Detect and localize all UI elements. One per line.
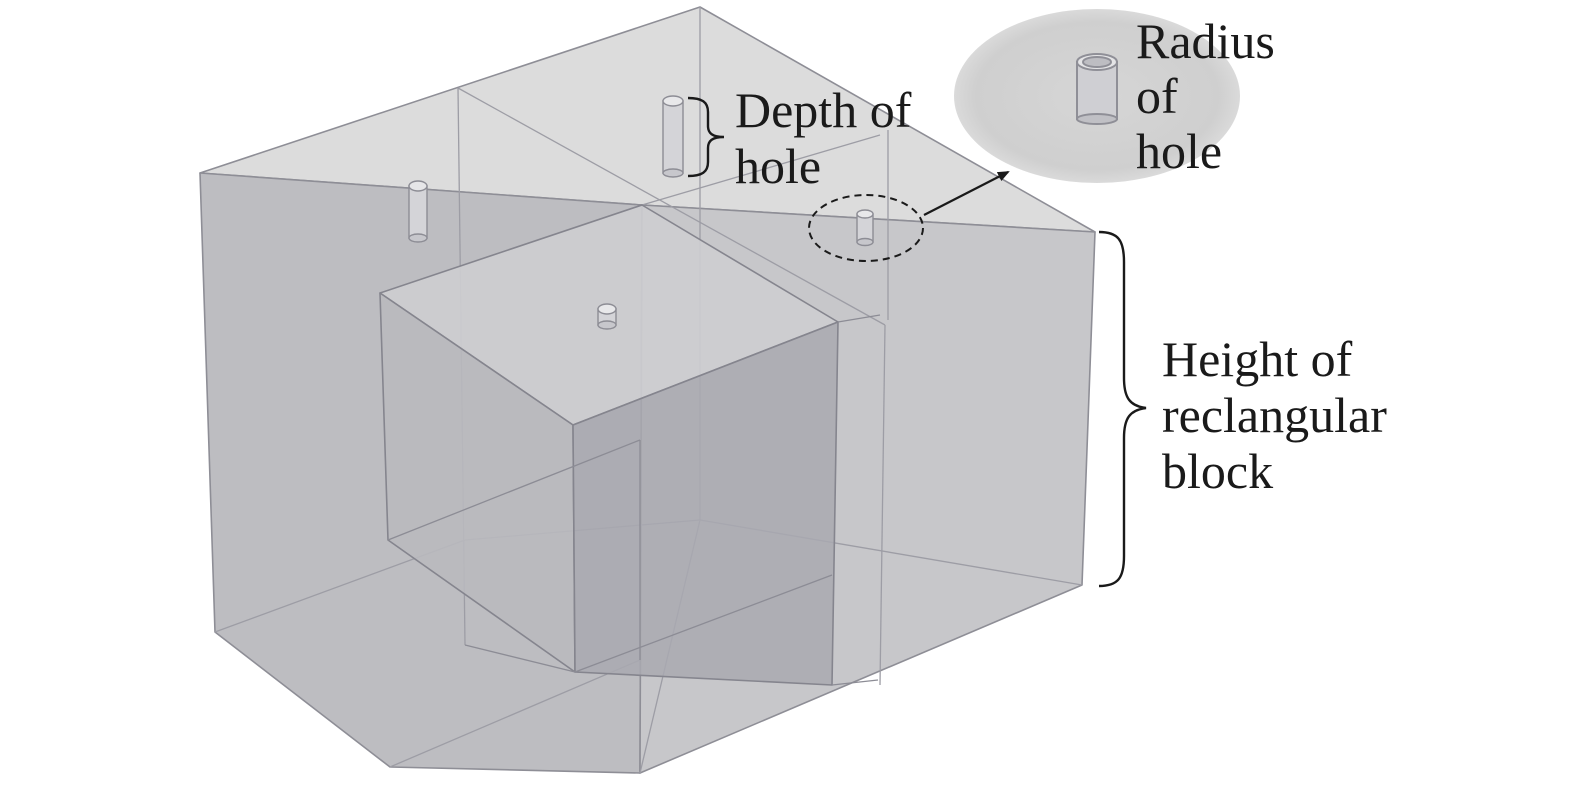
height-brace [1098, 230, 1147, 588]
radius-label-line3: hole [1136, 123, 1222, 179]
zoom-hole [1076, 53, 1118, 125]
radius-label: Radius of hole [1136, 13, 1287, 179]
depth-brace [687, 96, 725, 178]
highlight-dashed-circle [808, 194, 924, 262]
radius-label-line1: Radius [1136, 13, 1275, 69]
front-block-inner-lines [387, 314, 881, 686]
zoom-bubble [954, 9, 1240, 183]
depth-label-line1: Depth of [735, 82, 912, 138]
zoom-arrow [923, 171, 1010, 216]
hole-front [597, 303, 617, 330]
depth-label-line2: hole [735, 138, 821, 194]
hole-highlighted [856, 209, 874, 247]
hole-left-back [408, 180, 428, 243]
depth-label: Depth of hole [735, 82, 924, 194]
hole-depth [662, 95, 684, 178]
radius-label-line2: of [1136, 68, 1178, 124]
height-label: Height of reclangular block [1162, 331, 1399, 499]
height-label-line1: Height of [1162, 331, 1353, 387]
height-label-line2: reclangular [1162, 387, 1387, 443]
height-label-line3: block [1162, 443, 1273, 499]
